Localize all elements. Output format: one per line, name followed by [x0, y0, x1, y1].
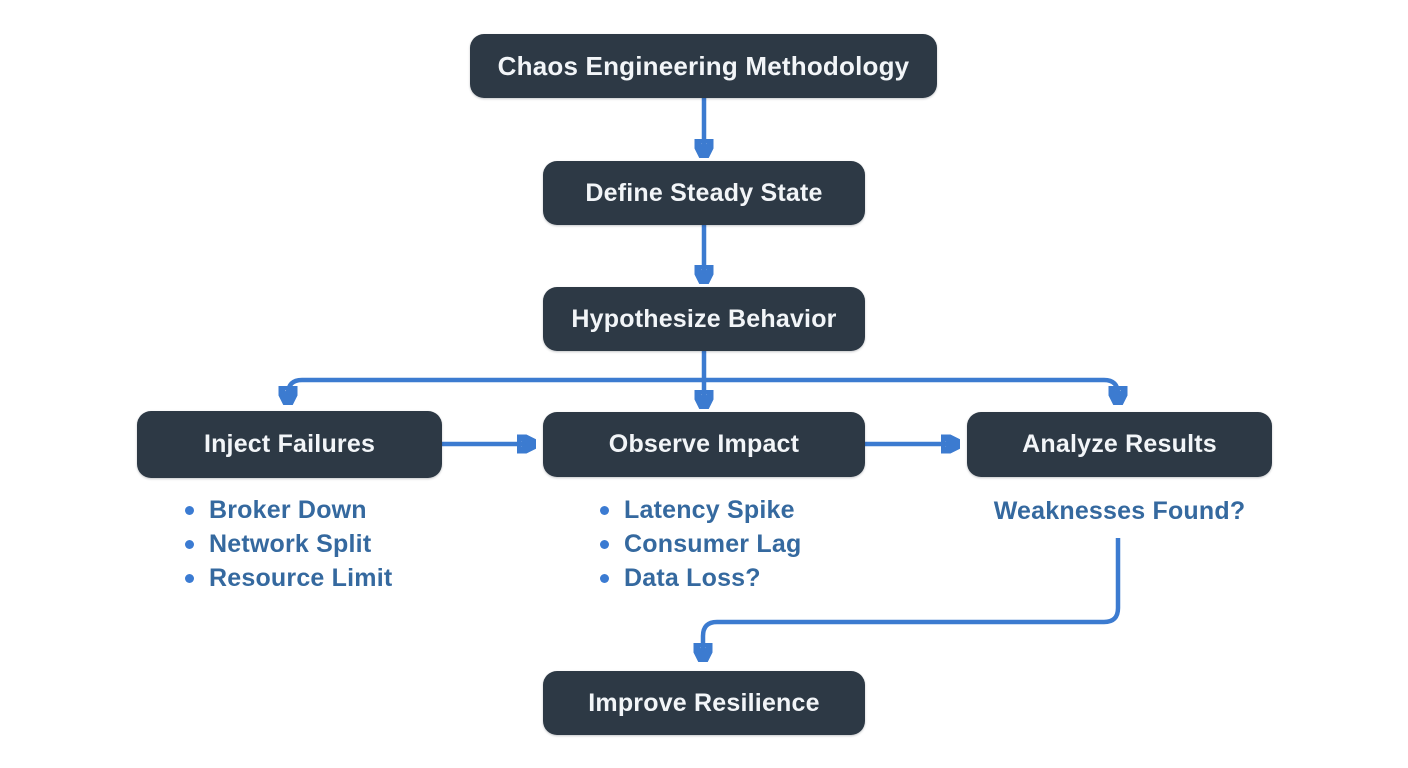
bullet-dot-icon	[600, 573, 609, 583]
bullet-dot-icon	[185, 539, 194, 549]
node-inject-failures: Inject Failures	[137, 411, 442, 478]
list-item: Network Split	[185, 527, 392, 561]
list-item-label: Data Loss?	[624, 563, 761, 592]
list-item-label: Latency Spike	[624, 495, 795, 524]
list-item: Consumer Lag	[600, 527, 801, 561]
node-improve-resilience: Improve Resilience	[543, 671, 865, 735]
list-item-label: Consumer Lag	[624, 529, 802, 558]
node-label: Inject Failures	[203, 430, 376, 458]
bullet-dot-icon	[600, 505, 609, 515]
bullet-dot-icon	[185, 573, 194, 583]
list-item: Resource Limit	[185, 561, 392, 595]
node-label: Hypothesize Behavior	[571, 304, 837, 333]
list-item: Data Loss?	[600, 561, 801, 595]
node-analyze-results: Analyze Results	[967, 412, 1272, 477]
list-item-label: Broker Down	[209, 495, 367, 524]
list-item: Broker Down	[185, 493, 392, 527]
connector-branch-to-analyze	[704, 377, 1118, 403]
node-observe-impact: Observe Impact	[543, 412, 865, 477]
bullet-dot-icon	[600, 539, 609, 549]
connector-weaknesses-to-improve	[703, 538, 1121, 660]
node-label: Chaos Engineering Methodology	[497, 50, 910, 81]
list-item-label: Network Split	[209, 529, 372, 558]
node-define-steady-state: Define Steady State	[543, 161, 865, 225]
node-label: Define Steady State	[585, 178, 823, 207]
node-hypothesize-behavior: Hypothesize Behavior	[543, 287, 865, 351]
bullet-dot-icon	[185, 505, 194, 515]
node-label: Analyze Results	[1022, 430, 1217, 458]
inject-failures-bullet-list: Broker Down Network Split Resource Limit	[185, 493, 392, 595]
analyze-results-note: Weaknesses Found?	[947, 497, 1292, 526]
observe-impact-bullet-list: Latency Spike Consumer Lag Data Loss?	[600, 493, 801, 595]
node-chaos-engineering-methodology: Chaos Engineering Methodology	[470, 34, 937, 98]
list-item: Latency Spike	[600, 493, 801, 527]
node-label: Observe Impact	[608, 430, 800, 458]
note-label: Weaknesses Found?	[993, 497, 1246, 525]
list-item-label: Resource Limit	[209, 563, 393, 592]
connector-branch-to-inject	[288, 377, 704, 403]
node-label: Improve Resilience	[588, 688, 820, 717]
